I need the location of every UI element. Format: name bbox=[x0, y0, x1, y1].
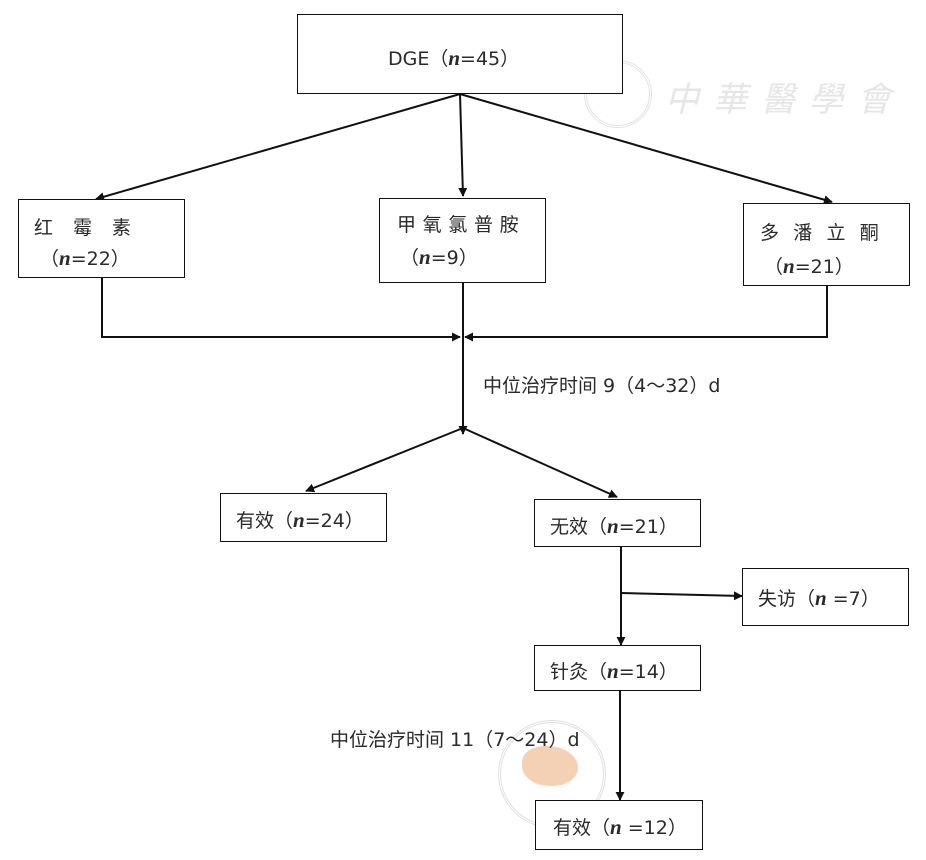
node-metoclopramide-count: （n=9） bbox=[400, 245, 478, 269]
node-erythromycin bbox=[18, 199, 185, 278]
node-effective-2-label: 有效（n =12） bbox=[553, 815, 687, 839]
watermark-text: 中華醫學會 bbox=[665, 80, 905, 120]
node-metoclopramide bbox=[379, 198, 546, 283]
node-domperidone-count: （n=21） bbox=[764, 254, 854, 278]
node-erythromycin-title: 红霉素 bbox=[34, 217, 151, 239]
china-map-icon bbox=[522, 746, 578, 786]
edge-root-domperidone bbox=[459, 93, 833, 205]
edge-domperidone-merge bbox=[464, 286, 828, 342]
node-dge bbox=[297, 14, 623, 94]
node-erythromycin-count: （n=22） bbox=[40, 246, 130, 270]
node-effective-1 bbox=[220, 493, 387, 542]
node-lost-followup-label: 失访（n =7） bbox=[758, 586, 880, 610]
median-treatment-time-2: 中位治疗时间 11（7～24）d bbox=[330, 729, 580, 751]
node-effective-1-label: 有效（n=24） bbox=[236, 508, 364, 532]
edge-split-effective bbox=[305, 427, 464, 493]
edge-root-metoclopramide bbox=[458, 93, 468, 197]
node-acupuncture-label: 针灸（n=14） bbox=[550, 659, 678, 683]
edge-split-ineffective bbox=[462, 427, 618, 498]
node-domperidone-title: 多潘立酮 bbox=[760, 222, 894, 244]
edge-erythromycin-merge bbox=[101, 278, 461, 342]
edge-ineffective-lost bbox=[620, 591, 743, 601]
node-effective-2 bbox=[535, 800, 703, 850]
node-ineffective-label: 无效（n=21） bbox=[550, 514, 678, 538]
node-ineffective bbox=[534, 499, 701, 547]
median-treatment-time-1: 中位治疗时间 9（4～32）d bbox=[483, 375, 721, 397]
node-dge-label: DGE（n=45） bbox=[388, 46, 520, 70]
node-metoclopramide-title: 甲氧氯普胺 bbox=[397, 214, 526, 236]
node-acupuncture bbox=[534, 645, 701, 691]
node-lost-followup bbox=[742, 568, 909, 626]
edge-root-erythromycin bbox=[95, 93, 461, 202]
node-domperidone bbox=[743, 203, 910, 286]
